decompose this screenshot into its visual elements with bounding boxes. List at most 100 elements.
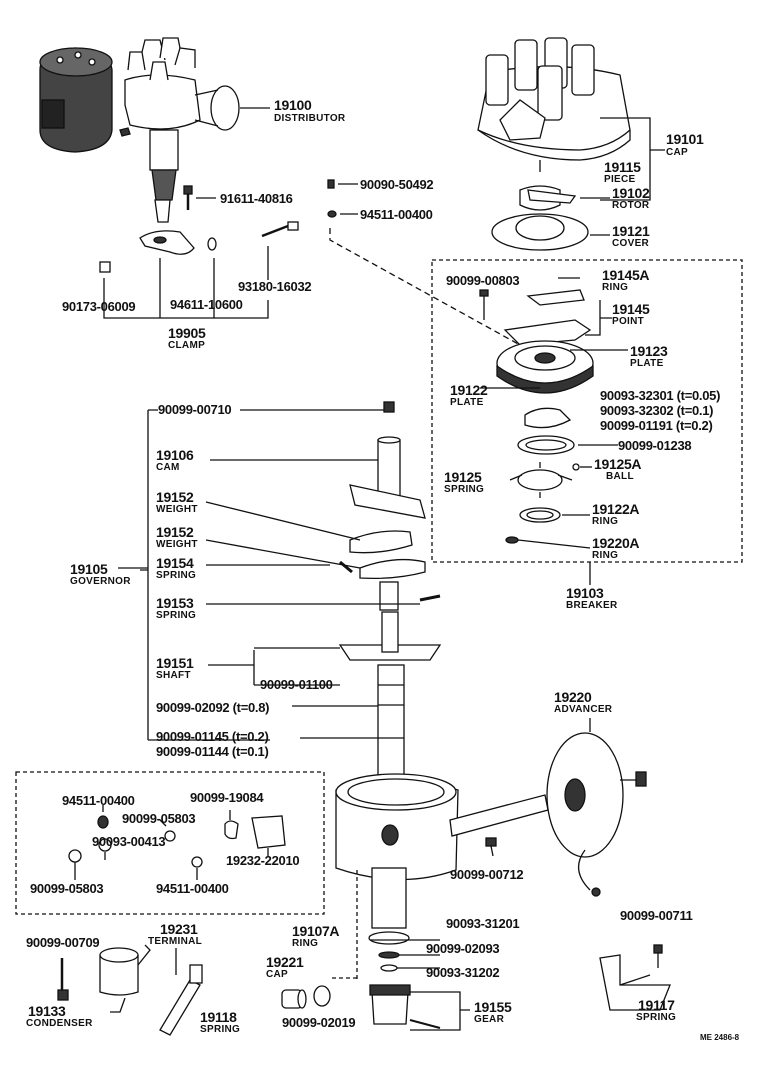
part-number-19125A: 19125A [594,456,642,472]
part-number-90099-00711: 90099-00711 [620,908,693,923]
part-number-19117: 19117 [638,997,675,1013]
terminal-group-box [15,771,325,915]
part-number-19106: 19106 [156,447,194,463]
part-number-90090: 90090-50492 [360,177,434,192]
governor-assembly-drawing [118,401,442,786]
part-name-plate-2: PLATE [450,397,484,408]
part-name-ring-2: RING [592,516,619,527]
part-number-19118: 19118 [200,1009,237,1025]
part-number-19122A: 19122A [592,501,640,517]
part-number-19107A: 19107A [292,923,340,939]
part-name-spring-2: SPRING [156,570,197,581]
part-name-distributor: DISTRIBUTOR [274,113,346,124]
part-number-19105: 19105 [70,561,108,577]
part-number-90099-01100: 90099-01100 [260,677,333,692]
part-number-90099-02092: 90099-02092 (t=0.8) [156,700,270,715]
drawing-code: ME 2486-8 [700,1033,740,1042]
part-number-19103: 19103 [566,585,604,601]
part-number-19220A: 19220A [592,535,640,551]
part-number-19101: 19101 [666,131,704,147]
part-name-governor: GOVERNOR [70,576,131,587]
part-name-ring-4: RING [292,938,319,949]
terminal-parts-drawing [68,805,286,880]
part-name-rotor: ROTOR [612,200,650,211]
part-number-19121: 19121 [612,223,650,239]
part-number-90099-01238: 90099-01238 [618,438,692,453]
part-number-19152-a: 19152 [156,489,194,505]
part-name-shaft: SHAFT [156,670,191,681]
part-number-19152-b: 19152 [156,524,194,540]
part-number-90093-31201: 90093-31201 [446,916,520,931]
cover-drawing [491,213,610,251]
breaker-group-box [431,259,743,563]
part-number-19221: 19221 [266,954,304,970]
part-number-19125: 19125 [444,469,482,485]
part-number-90099-01145: 90099-01145 (t=0.2) [156,729,269,744]
distributor-assembly-drawing [39,37,270,223]
part-name-plate-1: PLATE [630,358,664,369]
part-number-90099-05803-b: 90099-05803 [30,881,104,896]
part-number-90093-00413: 90093-00413 [92,834,166,849]
part-number-90099-01191: 90099-01191 (t=0.2) [600,418,713,433]
part-number-19115: 19115 [604,159,641,175]
part-name-spring-1: SPRING [444,484,485,495]
part-number-90099-00712: 90099-00712 [450,867,524,882]
part-name-ball: BALL [606,471,634,482]
part-number-19123: 19123 [630,343,668,359]
clamp-drawing [99,221,299,319]
bottom-parts-drawing [57,939,671,1036]
part-name-terminal: TERMINAL [148,936,203,947]
part-number-94511-b: 94511-00400 [62,793,135,808]
part-name-cover: COVER [612,238,650,249]
part-number-19122: 19122 [450,382,488,398]
part-number-90093-32302: 90093-32302 (t=0.1) [600,403,714,418]
part-number-19232-22010: 19232-22010 [226,853,300,868]
part-number-90173: 90173-06009 [62,299,136,314]
part-name-ring-3: RING [592,550,619,561]
part-name-piece: PIECE [604,174,636,185]
part-name-breaker: BREAKER [566,600,618,611]
part-number-19153: 19153 [156,595,194,611]
part-name-condenser: CONDENSER [26,1018,93,1029]
part-number-19133: 19133 [28,1003,66,1019]
part-number-90099-02019: 90099-02019 [282,1015,356,1030]
rotor-drawing [519,185,610,211]
part-number-19145: 19145 [612,301,650,317]
part-number-19231: 19231 [160,921,198,937]
part-name-spring-3: SPRING [156,610,197,621]
part-number-19100: 19100 [274,97,312,113]
part-number-94511-a: 94511-00400 [360,207,433,222]
advancer-drawing [546,718,647,897]
breaker-parts-drawing [479,277,628,585]
part-number-19155: 19155 [474,999,512,1015]
part-number-19102: 19102 [612,185,650,201]
part-name-spring-4: SPRING [200,1024,241,1035]
part-name-cap-2: CAP [266,969,289,980]
part-name-weight-1: WEIGHT [156,504,198,515]
part-number-19905: 19905 [168,325,206,341]
part-number-19154: 19154 [156,555,194,571]
part-number-90093-32301: 90093-32301 (t=0.05) [600,388,721,403]
part-number-90099-00803: 90099-00803 [446,273,520,288]
part-name-spring-5: SPRING [636,1012,677,1023]
part-number-90099-00710: 90099-00710 [158,402,232,417]
housing-drawing [335,773,549,980]
part-number-94611: 94611-10600 [170,297,243,312]
part-name-cam: CAM [156,462,180,473]
part-number-19151: 19151 [156,655,194,671]
part-number-90099-00709: 90099-00709 [26,935,100,950]
part-name-gear: GEAR [474,1014,505,1025]
part-number-19145A: 19145A [602,267,650,283]
part-number-91611: 91611-40816 [220,191,293,206]
part-name-point: POINT [612,316,645,327]
part-number-94511-c: 94511-00400 [156,881,229,896]
screw-90090 [327,179,521,346]
part-number-90093-31202: 90093-31202 [426,965,500,980]
part-name-weight-2: WEIGHT [156,539,198,550]
part-number-90099-05803-a: 90099-05803 [122,811,196,826]
part-name-cap: CAP [666,147,689,158]
part-name-clamp: CLAMP [168,340,206,351]
part-number-93180: 93180-16032 [238,279,312,294]
part-name-advancer: ADVANCER [554,704,613,715]
